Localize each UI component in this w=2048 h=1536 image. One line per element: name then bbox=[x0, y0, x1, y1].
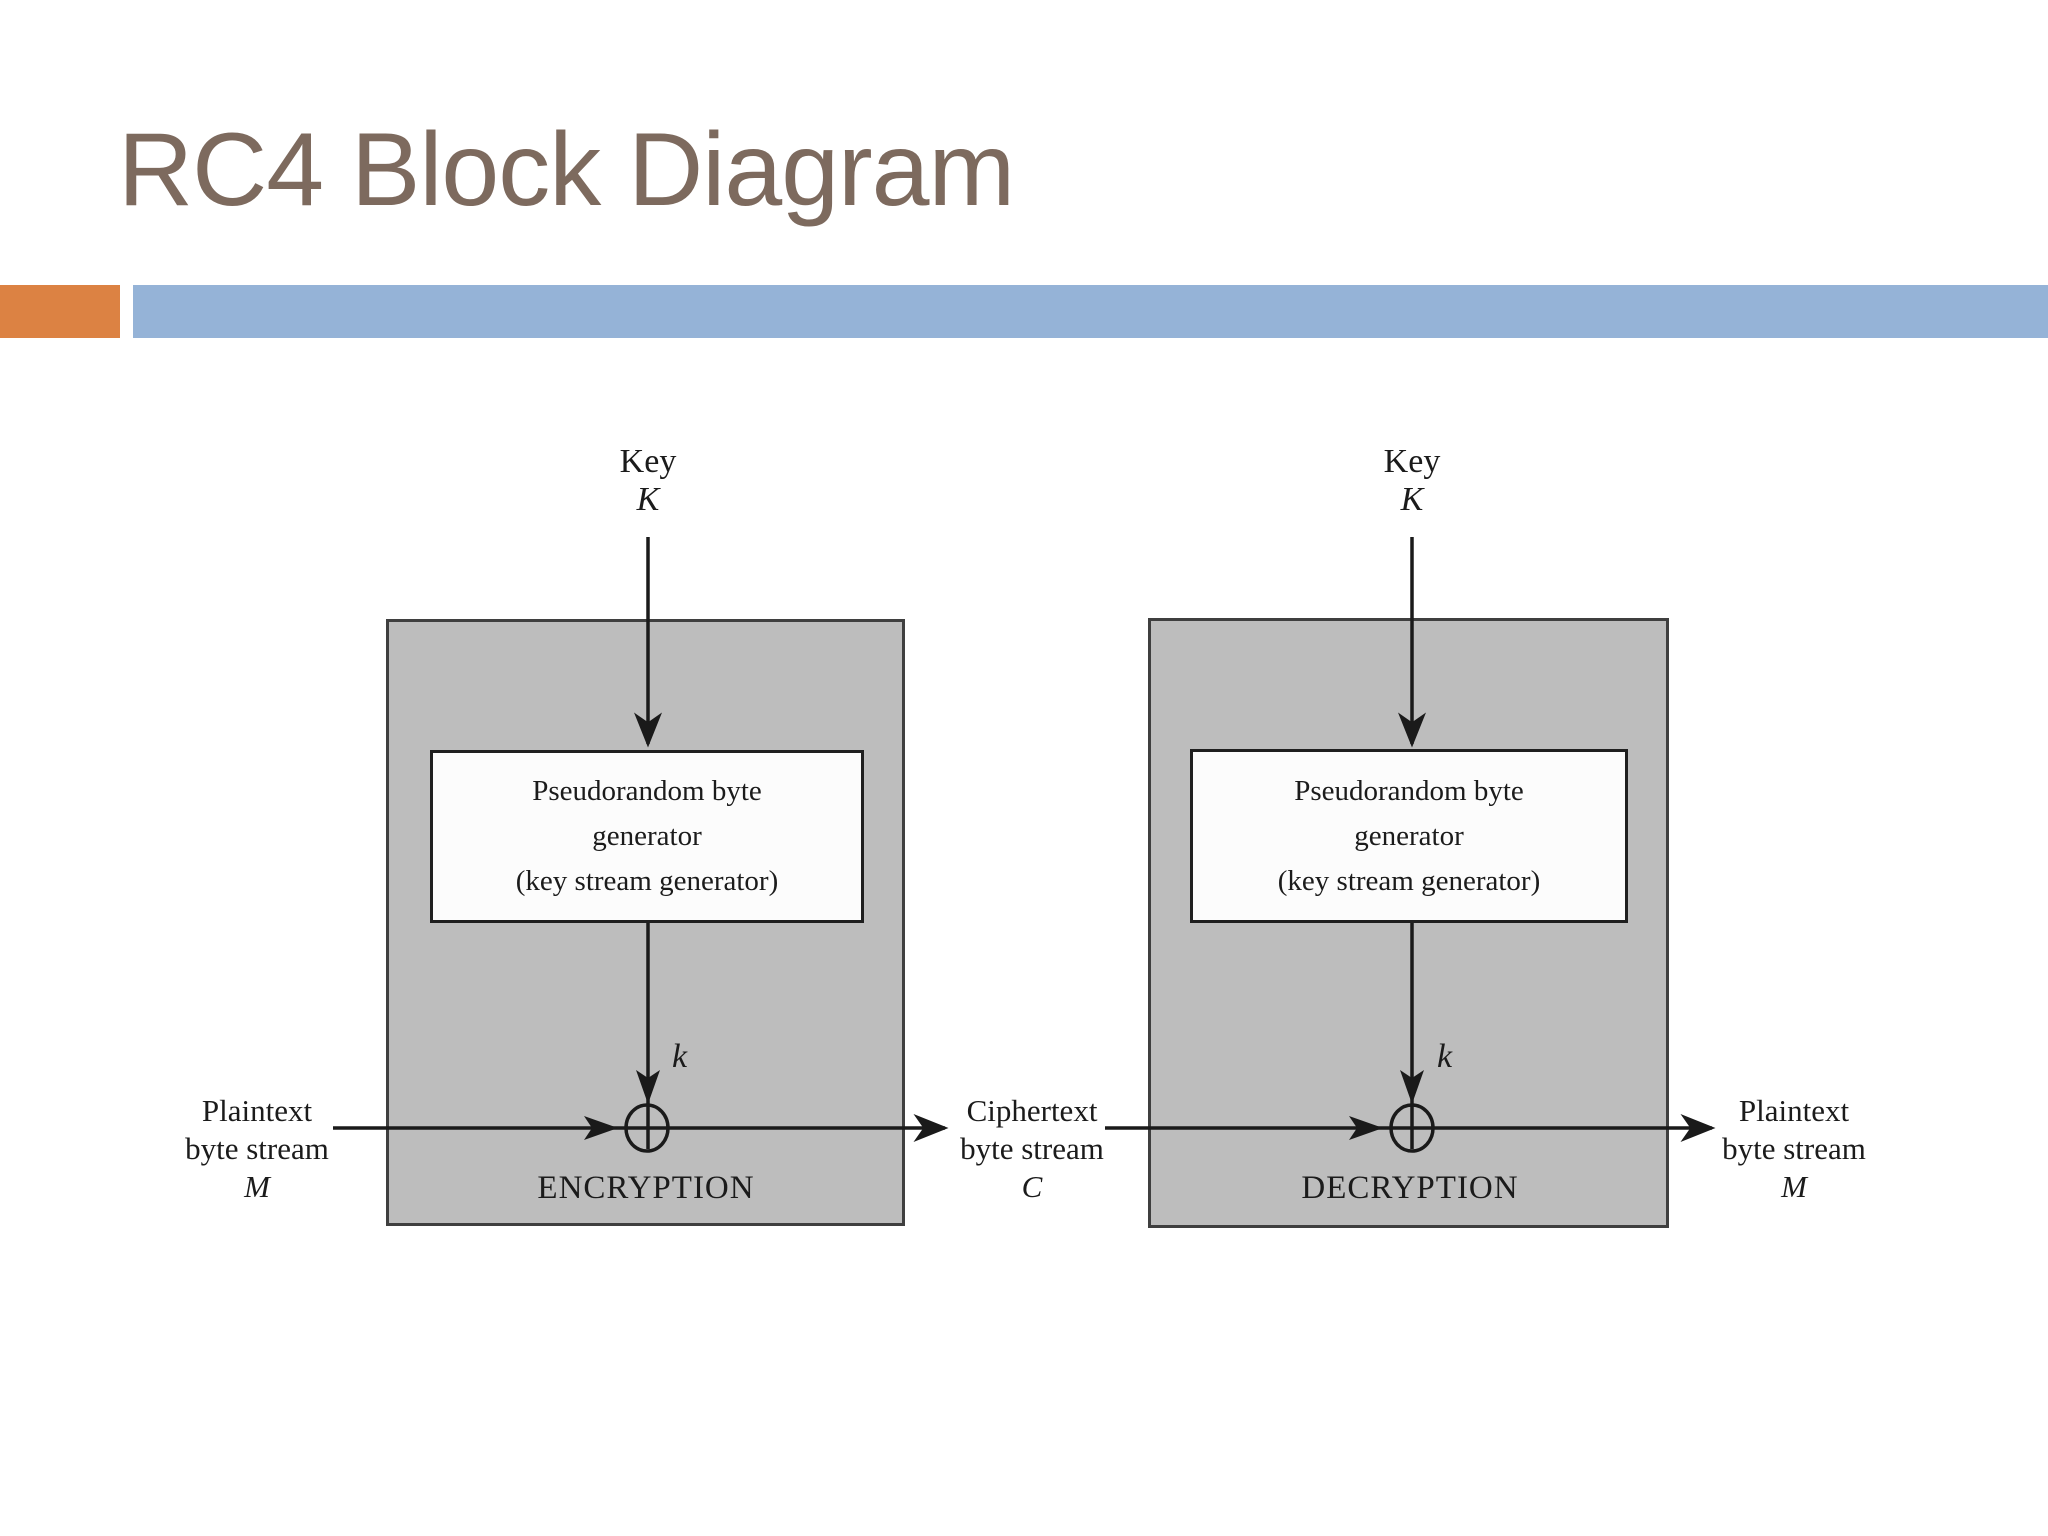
generator-line: generator bbox=[592, 820, 702, 852]
key-label-encryption: Key K bbox=[620, 443, 677, 519]
plaintext-input-label: Plaintext byte stream M bbox=[185, 1092, 329, 1206]
stream-label-line: Plaintext bbox=[201, 1093, 313, 1128]
stream-symbol: M bbox=[1781, 1169, 1807, 1204]
encryption-generator-box: Pseudorandom byte generator (key stream … bbox=[430, 750, 864, 923]
page-title: RC4 Block Diagram bbox=[118, 112, 1015, 228]
key-text: Key bbox=[619, 443, 677, 480]
stream-label-line: byte stream bbox=[185, 1131, 329, 1166]
generator-line: (key stream generator) bbox=[515, 865, 779, 897]
generator-line: Pseudorandom byte bbox=[532, 775, 762, 807]
encryption-label: ENCRYPTION bbox=[537, 1170, 755, 1206]
key-symbol: K bbox=[636, 481, 660, 518]
stream-symbol: C bbox=[1021, 1169, 1043, 1204]
keystream-symbol-encryption: k bbox=[672, 1038, 688, 1075]
decryption-box bbox=[1148, 618, 1669, 1228]
stream-symbol: M bbox=[244, 1169, 270, 1204]
keystream-symbol-decryption: k bbox=[1437, 1038, 1453, 1075]
stream-label-line: byte stream bbox=[960, 1131, 1104, 1166]
generator-line: (key stream generator) bbox=[1277, 864, 1541, 897]
key-label-decryption: Key K bbox=[1384, 443, 1441, 519]
plaintext-output-label: Plaintext byte stream M bbox=[1722, 1092, 1866, 1206]
generator-line: Pseudorandom byte bbox=[1294, 774, 1524, 807]
stream-label-line: byte stream bbox=[1722, 1131, 1866, 1166]
key-symbol: K bbox=[1400, 481, 1424, 518]
decryption-generator-box: Pseudorandom byte generator (key stream … bbox=[1190, 749, 1628, 923]
key-text: Key bbox=[1383, 443, 1441, 480]
decryption-label: DECRYPTION bbox=[1301, 1170, 1519, 1206]
ciphertext-label: Ciphertext byte stream C bbox=[960, 1092, 1104, 1206]
stream-label-line: Ciphertext bbox=[966, 1093, 1098, 1128]
accent-bar-blue bbox=[133, 285, 2048, 338]
stream-label-line: Plaintext bbox=[1738, 1093, 1850, 1128]
generator-line: generator bbox=[1354, 819, 1464, 852]
accent-bar-orange bbox=[0, 285, 120, 338]
